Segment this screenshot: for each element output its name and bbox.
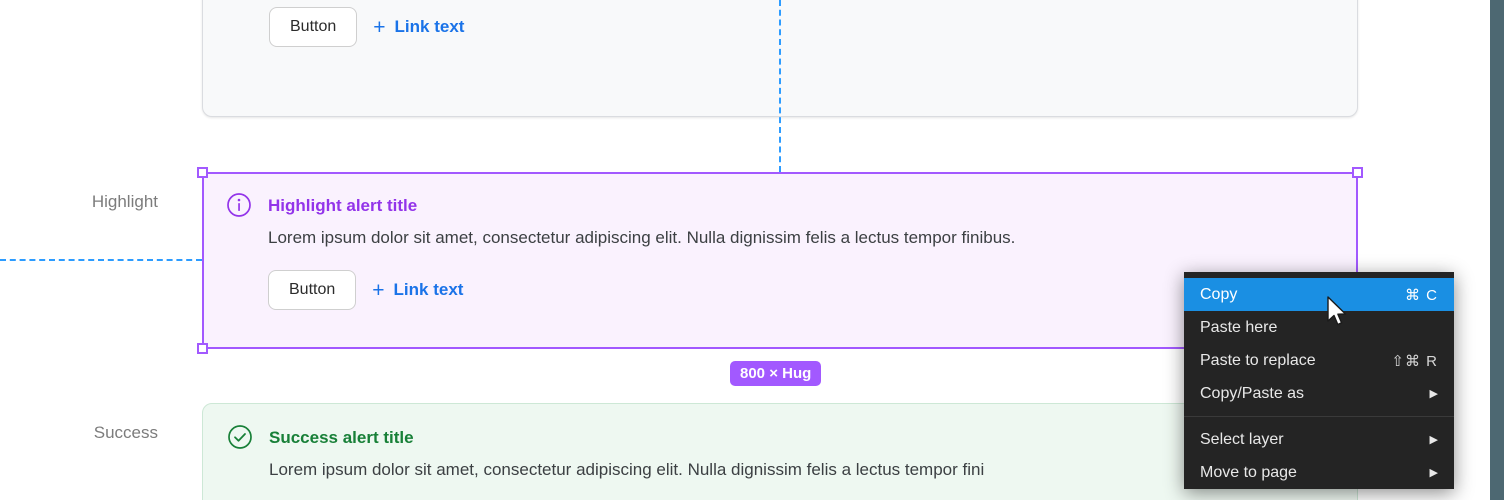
alert-link-label: Link text: [394, 17, 465, 36]
menu-item-label: Select layer: [1200, 430, 1284, 448]
alert-title: Highlight alert title: [268, 196, 418, 215]
alert-title: Success alert title: [269, 428, 414, 447]
alert-link[interactable]: + Link text: [373, 17, 464, 38]
alert-header: Highlight alert title: [226, 192, 1334, 218]
alert-header: Success alert title: [227, 424, 1333, 450]
menu-item-label: Copy/Paste as: [1200, 384, 1305, 402]
measurement-guide-horizontal: [0, 259, 202, 261]
menu-item-label: Move to page: [1200, 463, 1297, 481]
info-circle-icon: [226, 192, 252, 218]
check-circle-icon: [227, 424, 253, 450]
mouse-cursor: [1326, 296, 1348, 333]
menu-separator: [1184, 416, 1454, 417]
alert-actions: Button + Link text: [268, 270, 1334, 310]
context-menu-item-copy-paste-as[interactable]: Copy/Paste as ▶: [1184, 377, 1454, 410]
alert-card-highlight[interactable]: Highlight alert title Lorem ipsum dolor …: [202, 172, 1358, 349]
context-menu-item-paste-to-replace[interactable]: Paste to replace ⇧⌘ R: [1184, 344, 1454, 377]
context-menu[interactable]: Copy ⌘ C Paste here Paste to replace ⇧⌘ …: [1184, 272, 1454, 489]
plus-icon: +: [373, 15, 386, 39]
menu-item-shortcut: ⌘ C: [1405, 286, 1438, 304]
row-label-highlight: Highlight: [91, 192, 158, 211]
selection-size-badge: 800 × Hug: [730, 361, 822, 386]
alert-button[interactable]: Button: [269, 7, 358, 47]
plus-icon: +: [372, 278, 385, 302]
alert-link[interactable]: + Link text: [372, 280, 463, 301]
menu-item-label: Paste to replace: [1200, 351, 1316, 369]
alert-link-label: Link text: [393, 280, 464, 299]
context-menu-item-copy[interactable]: Copy ⌘ C: [1184, 278, 1454, 311]
row-label-success: Success: [93, 423, 158, 442]
alert-card-success[interactable]: Success alert title Lorem ipsum dolor si…: [202, 403, 1358, 500]
context-menu-item-select-layer[interactable]: Select layer ▶: [1184, 423, 1454, 456]
context-menu-item-paste-here[interactable]: Paste here: [1184, 311, 1454, 344]
menu-item-label: Copy: [1200, 285, 1238, 303]
alert-body-text: Lorem ipsum dolor sit amet, consectetur …: [268, 228, 1016, 247]
submenu-arrow-icon: ▶: [1429, 434, 1438, 446]
submenu-arrow-icon: ▶: [1429, 388, 1438, 400]
measurement-guide-vertical: [779, 0, 781, 172]
window-edge-strip: [1490, 0, 1504, 500]
submenu-arrow-icon: ▶: [1429, 467, 1438, 479]
menu-item-label: Paste here: [1200, 318, 1278, 336]
context-menu-item-move-to-page[interactable]: Move to page ▶: [1184, 456, 1454, 489]
alert-body-text: Lorem ipsum dolor sit amet, consectetur …: [269, 460, 985, 479]
alert-actions: Button + Link text: [269, 7, 1333, 47]
alert-button[interactable]: Button: [268, 270, 357, 310]
menu-item-shortcut: ⇧⌘ R: [1391, 352, 1438, 370]
